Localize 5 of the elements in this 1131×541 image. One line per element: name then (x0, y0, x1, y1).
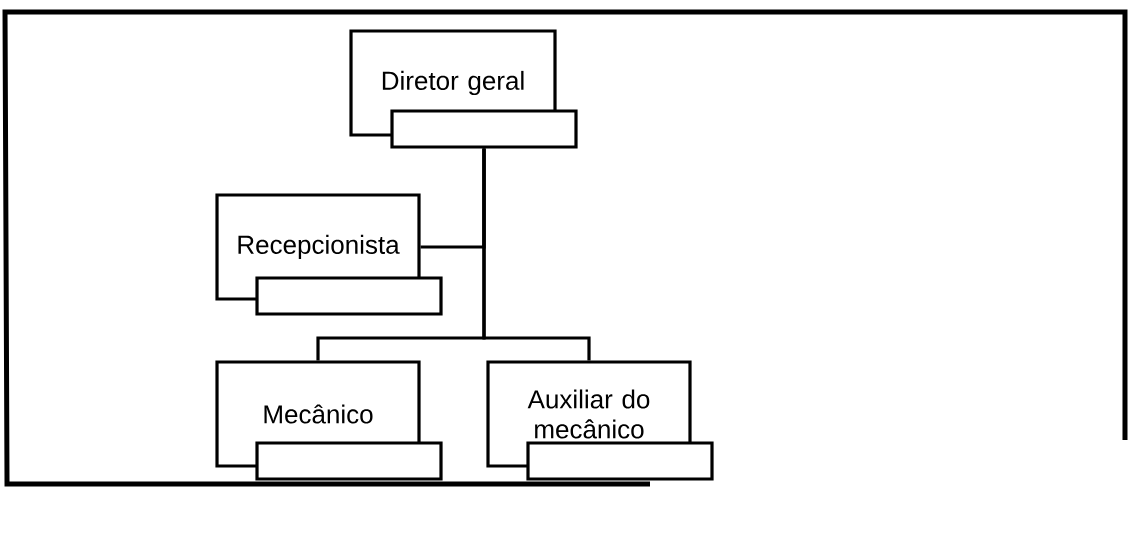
name-box (390, 109, 578, 149)
name-box (255, 441, 443, 481)
connector-line (482, 148, 591, 361)
name-box (526, 441, 714, 481)
name-box (255, 276, 443, 316)
